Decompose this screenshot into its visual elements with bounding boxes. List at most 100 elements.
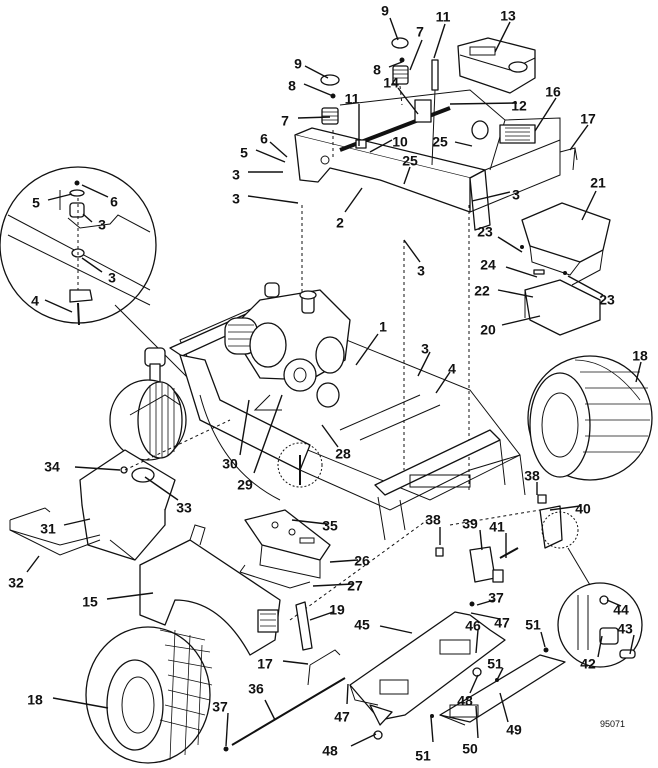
callout-26: 26: [329, 553, 370, 569]
bracket-assemblies: [435, 494, 643, 668]
callout-12: 12: [449, 98, 527, 114]
callout-number: 4: [448, 361, 456, 377]
callout-32: 32: [8, 555, 40, 591]
leader-line-hood-rod: [282, 660, 309, 665]
callout-number: 5: [240, 145, 248, 161]
callout-number: 38: [425, 512, 441, 528]
callout-3g: 3: [81, 257, 116, 286]
fender-left: [139, 524, 281, 656]
callout-number: 15: [82, 594, 98, 610]
callout-number: 10: [392, 134, 408, 150]
callout-number: 46: [465, 618, 481, 634]
callout-number: 3: [232, 167, 240, 183]
callout-41: 41: [489, 519, 507, 558]
callout-number: 30: [222, 456, 238, 472]
callout-number: 47: [494, 615, 510, 631]
leader-line-control-panel: [329, 559, 359, 563]
callout-38a: 38: [524, 468, 540, 495]
leader-line-hood-rod: [569, 124, 589, 151]
callout-number: 37: [488, 590, 504, 606]
callout-4b: 4: [435, 361, 456, 394]
leader-line-nut: [81, 184, 109, 198]
callout-3e: 3: [417, 341, 431, 377]
leader-line-fastener: [403, 166, 411, 185]
footrest: [430, 601, 566, 726]
callout-29: 29: [237, 394, 283, 493]
callout-14: 14: [383, 75, 419, 115]
callout-51a: 51: [525, 617, 546, 648]
callout-23b: 23: [567, 275, 615, 308]
leader-line-hose: [321, 424, 339, 448]
callout-22: 22: [474, 283, 534, 299]
callout-number: 40: [575, 501, 591, 517]
leader-line-pin: [470, 612, 501, 620]
callout-number: 26: [354, 553, 370, 569]
callout-number: 11: [436, 9, 451, 25]
leader-line-clip: [497, 236, 523, 253]
callout-number: 37: [212, 699, 228, 715]
control-panel: [239, 509, 331, 589]
callout-34: 34: [44, 459, 121, 475]
callout-33: 33: [144, 476, 192, 516]
callout-51c: 51: [415, 716, 434, 764]
callout-36: 36: [248, 681, 276, 721]
callout-40: 40: [549, 501, 591, 517]
callout-49: 49: [499, 692, 522, 738]
leader-line-cap: [389, 17, 399, 41]
callout-number: 33: [176, 500, 192, 516]
callout-number: 6: [260, 131, 268, 147]
callout-number: 3: [98, 217, 106, 233]
leader-line-footrest: [499, 692, 509, 723]
callout-number: 32: [8, 575, 24, 591]
callout-number: 17: [257, 656, 273, 672]
leader-line-rear-tire: [635, 361, 642, 383]
leader-line-cotter-pin: [476, 599, 495, 606]
control-console: [457, 37, 536, 94]
callout-15: 15: [82, 592, 154, 610]
leader-line-pin: [303, 83, 334, 97]
callout-7a: 7: [281, 113, 331, 129]
leader-line-vent-fitting: [74, 466, 121, 471]
leader-line-bolt: [44, 299, 73, 313]
leader-line-battery-cover: [581, 190, 597, 221]
callout-9b: 9: [381, 3, 399, 41]
figure-code: 95071: [600, 719, 625, 729]
leader-line-fuel-cap: [144, 476, 179, 501]
callout-number: 24: [480, 257, 496, 273]
callout-27: 27: [312, 578, 363, 594]
spring-assemblies: [320, 37, 439, 166]
leader-line-nut: [469, 674, 479, 694]
callout-21: 21: [581, 175, 606, 221]
callout-number: 47: [334, 709, 350, 725]
callout-number: 7: [281, 113, 289, 129]
callout-11a: 11: [345, 91, 360, 146]
rear-tire-right: [527, 355, 653, 481]
bracket: [295, 601, 313, 651]
callout-number: 50: [462, 741, 478, 757]
leader-line-pin: [388, 61, 403, 68]
callout-3a: 3: [232, 167, 283, 183]
callout-3c: 3: [403, 239, 425, 279]
leader-line-fuel-tank: [63, 518, 91, 526]
callout-number: 7: [416, 24, 424, 40]
callout-30: 30: [222, 399, 250, 472]
callout-42: 42: [580, 635, 603, 672]
callout-8a: 8: [288, 78, 334, 97]
leader-line-nut: [350, 733, 377, 747]
callout-2: 2: [336, 187, 363, 231]
callout-number: 11: [345, 91, 360, 107]
leader-line-floor-mat: [475, 629, 479, 654]
callout-number: 8: [373, 62, 381, 78]
leader-line-cap: [304, 65, 329, 79]
callout-20: 20: [480, 315, 541, 338]
callout-number: 20: [480, 322, 496, 338]
callout-number: 27: [347, 578, 363, 594]
assembly-guides: [289, 205, 470, 621]
callout-44: 44: [606, 599, 629, 618]
callout-23a: 23: [477, 224, 523, 253]
callout-43: 43: [617, 621, 635, 655]
leader-line-control-lever: [433, 23, 446, 59]
callout-number: 36: [248, 681, 264, 697]
leader-line-footrest-pad: [475, 705, 479, 739]
